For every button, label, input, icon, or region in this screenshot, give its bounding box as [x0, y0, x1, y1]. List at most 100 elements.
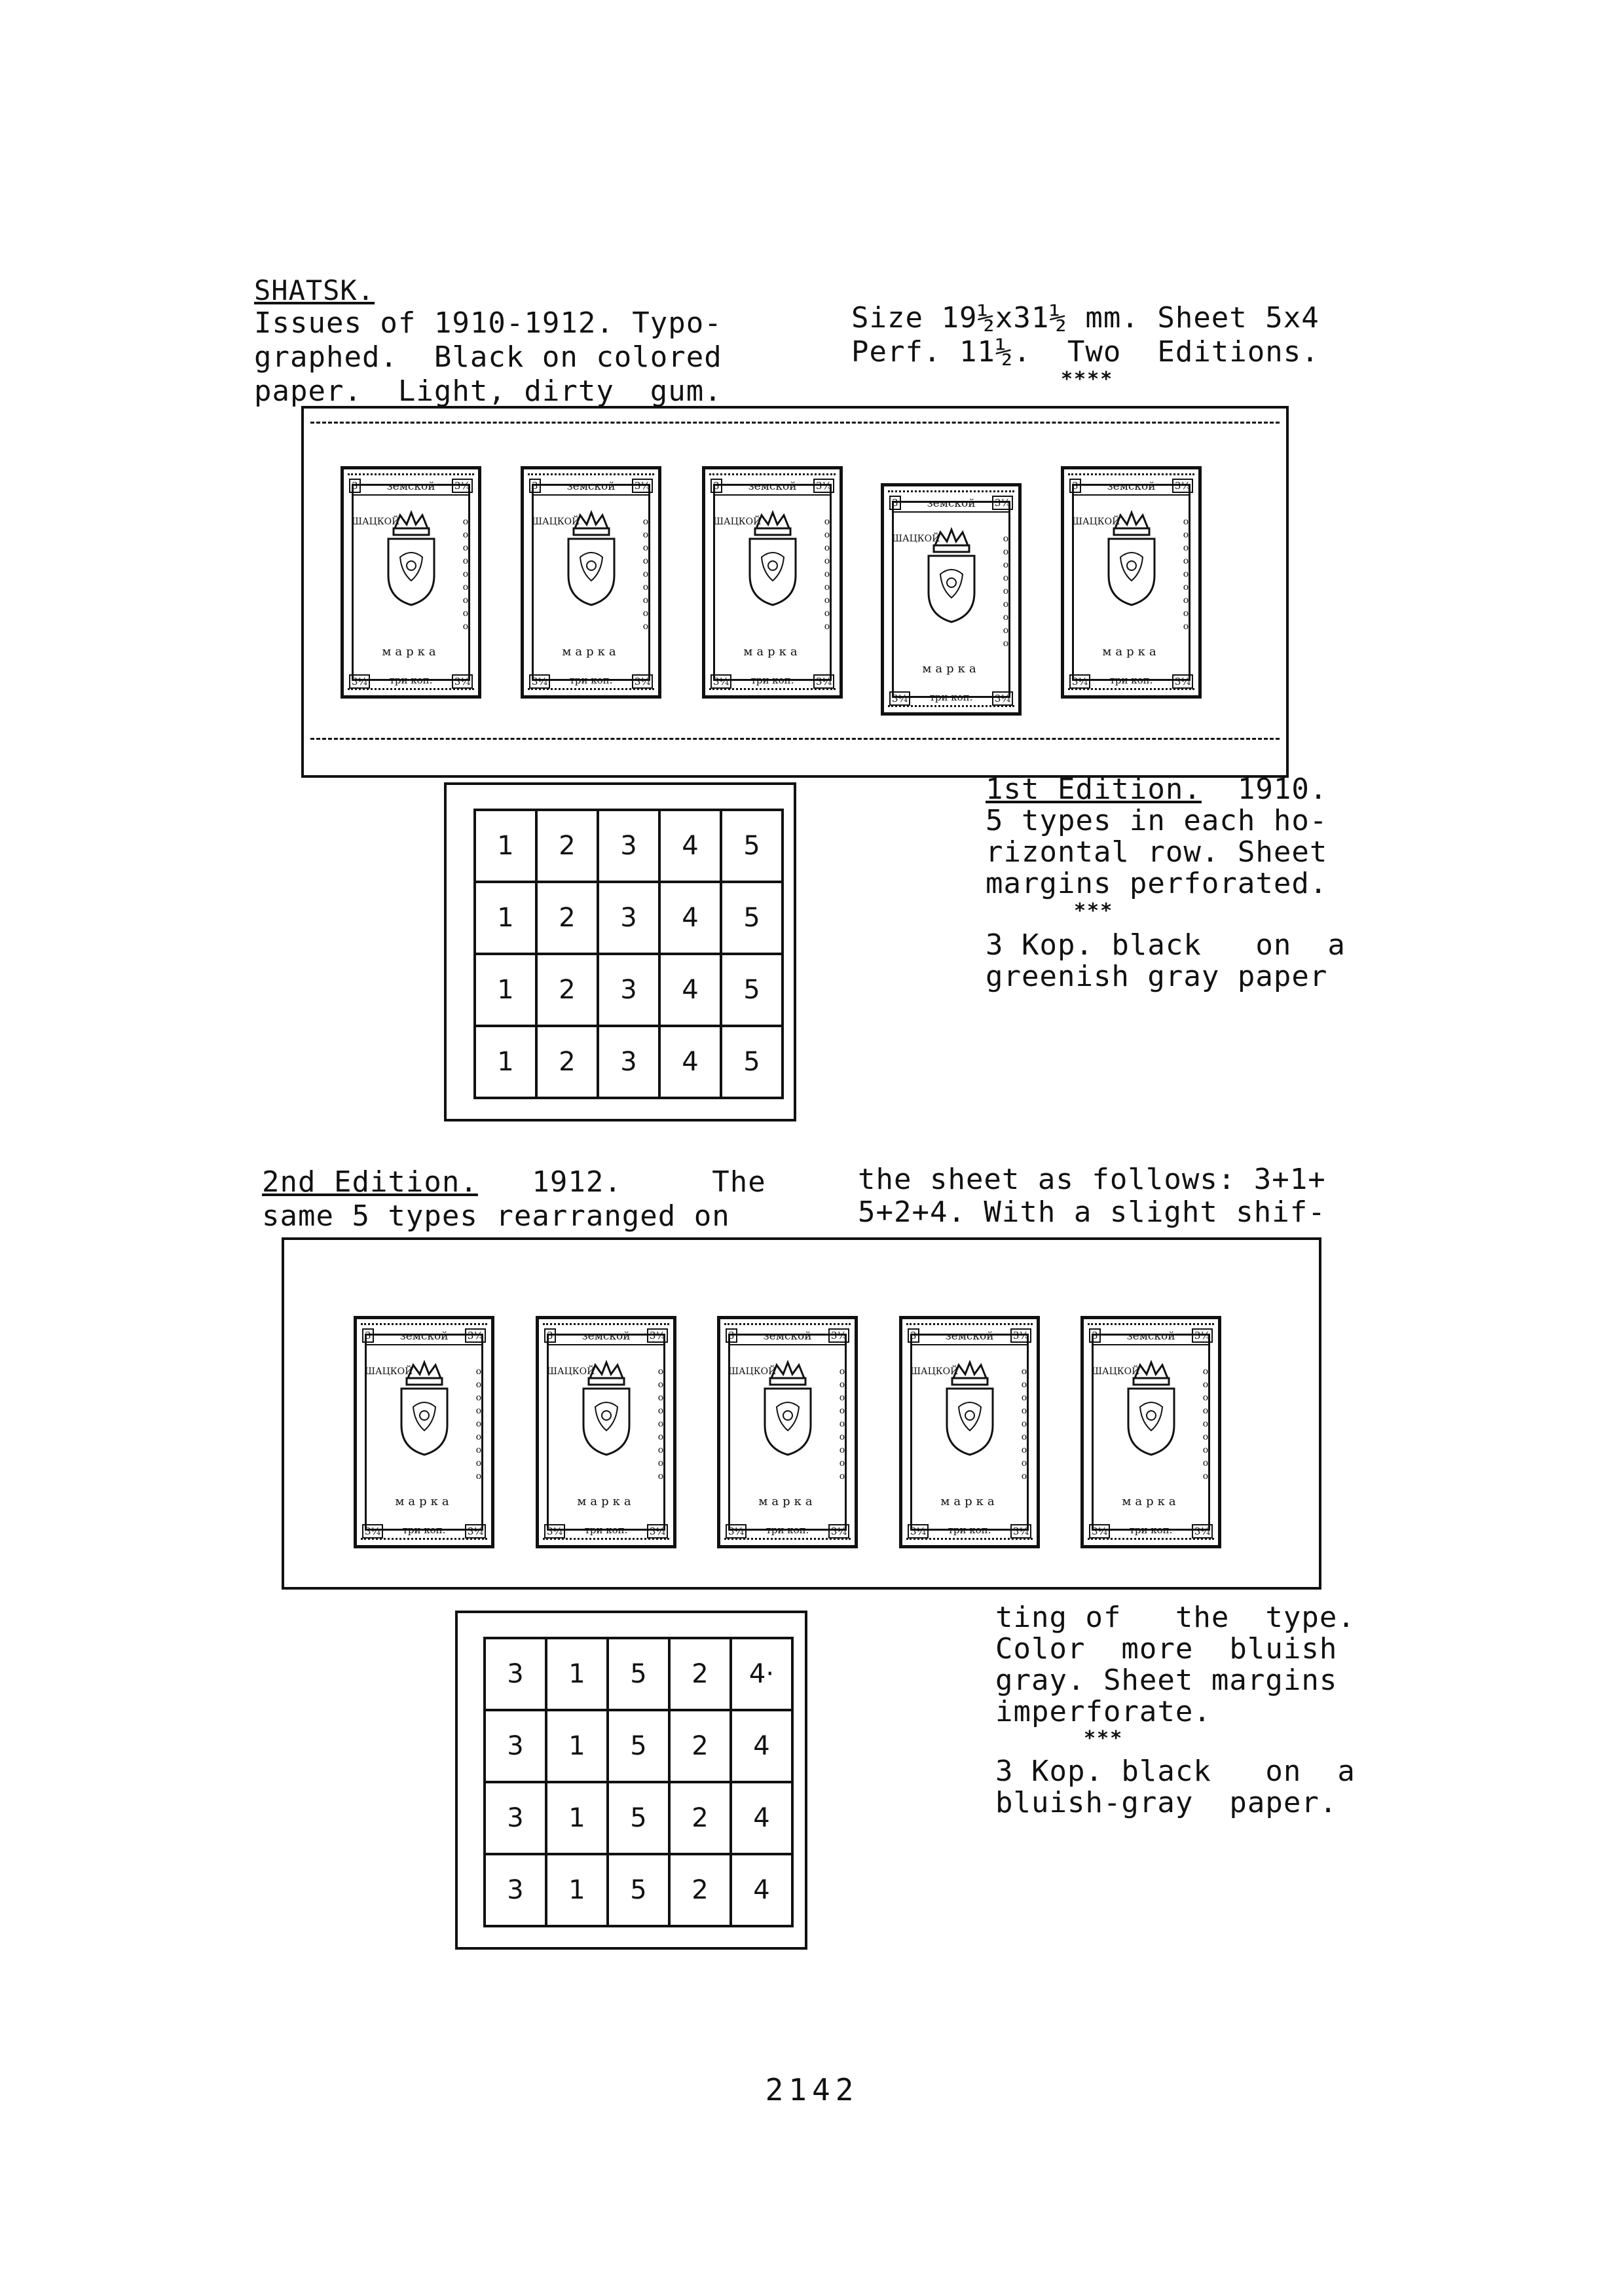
stamp-side-text: ШАЦКОЙ — [532, 517, 580, 527]
stamp-value-corner: 3¼ — [464, 1328, 486, 1343]
grid-cell: 3 — [597, 809, 661, 883]
grid-cell: 5 — [606, 1709, 671, 1783]
crown-crest-icon — [567, 510, 615, 606]
edition1-line-1: 5 types in each ho- — [986, 804, 1328, 837]
edition1-line-3: margins perforated. — [986, 867, 1328, 900]
grid-cell: 3 — [483, 1853, 547, 1927]
grid-cell: 5 — [720, 1025, 784, 1099]
grid-cell: 1 — [473, 809, 538, 883]
stamp-word-marka: марка — [922, 662, 980, 676]
grid-cell: 4 — [658, 953, 722, 1027]
grid-cell: 1 — [473, 1025, 538, 1099]
stamp-top-word: земской — [1073, 480, 1189, 496]
stamp-word-marka: марка — [743, 645, 802, 659]
grid-cell: 3 — [597, 1025, 661, 1099]
grid-cell: 1 — [545, 1853, 609, 1927]
stamp-side-text: ШАЦКОЙ — [910, 1366, 959, 1377]
stamp-denomination: три коп. — [569, 674, 613, 686]
strip-perforation — [310, 422, 1280, 740]
edition2-heading: 2nd Edition. 1912. The — [262, 1165, 766, 1199]
stamp-value-corner: 3¼ — [544, 1524, 566, 1539]
stamp-ornament-top — [1068, 473, 1194, 481]
stamp-value-corner: 3 — [710, 479, 722, 493]
stamp-value-corner: 3¼ — [631, 674, 653, 689]
crown-crest-icon — [764, 1360, 811, 1456]
edition2-intro-4: 5+2+4. With a slight shif- — [858, 1195, 1326, 1229]
crown-crest-icon — [400, 1360, 448, 1456]
stamp-ornament-bottom — [348, 688, 474, 695]
stamp-ornament-top — [888, 490, 1014, 498]
stamp-ornament-bottom — [1088, 1538, 1214, 1545]
stamp-value-corner: 3 — [1089, 1328, 1101, 1343]
edition1-line-2: rizontal row. Sheet — [986, 835, 1328, 869]
stamp-value-corner: 3¼ — [991, 496, 1013, 510]
stamp-value-corner: 3¼ — [1010, 1328, 1031, 1343]
stamp-value-corner: 3¼ — [631, 479, 653, 493]
stamp-ornament-top — [361, 1323, 487, 1330]
grid-cell: 4· — [729, 1637, 794, 1711]
stamp-top-word: земской — [353, 480, 469, 496]
edition2-line-2: Color more bluish — [995, 1632, 1338, 1666]
page-number: 2142 — [765, 2072, 859, 2107]
stamp-ornament-bottom — [543, 1538, 669, 1545]
stamp-denomination: три коп. — [1109, 674, 1153, 686]
stamp-value-corner: 3¼ — [726, 1524, 747, 1539]
stamp-value-corner: 3¼ — [1069, 674, 1091, 689]
stamp-inner-frame — [532, 484, 650, 681]
stamp-value-corner: 3¼ — [451, 674, 473, 689]
stamp-inner-frame — [547, 1334, 665, 1531]
grid-cell: 3 — [597, 953, 661, 1027]
grid-cell: 1 — [545, 1637, 609, 1711]
grid-cell: 1 — [545, 1781, 609, 1855]
edition2-stars: *** — [1084, 1727, 1124, 1750]
grid-cell: 5 — [720, 881, 784, 955]
stamp-inner-frame — [892, 501, 1010, 698]
grid-cell: 5 — [606, 1853, 671, 1927]
stamp-denomination: три коп. — [766, 1524, 809, 1536]
grid-cell: 3 — [483, 1781, 547, 1855]
stamp-value-corner: 3 — [908, 1328, 919, 1343]
stamp-top-word: земской — [548, 1330, 664, 1345]
crown-crest-icon — [387, 510, 435, 606]
edition1-stars: *** — [1074, 900, 1114, 922]
edition2-line-3: gray. Sheet margins — [995, 1664, 1338, 1697]
stamp-value-corner: 3¼ — [646, 1524, 668, 1539]
stamp-denomination: три коп. — [402, 1524, 446, 1536]
edition2-line-1: ting of the type. — [995, 1601, 1356, 1634]
stamp-top-word: земской — [893, 497, 1009, 513]
stamp-top-word: земской — [729, 1330, 845, 1345]
grid-cell: 1 — [473, 881, 538, 955]
stamp-denomination: три коп. — [929, 691, 973, 703]
stamp-value-corner: 3¼ — [349, 674, 371, 689]
stamp-word-marka: марка — [562, 645, 620, 659]
stamp-value-corner: 3¼ — [828, 1328, 849, 1343]
stamp-ornament-bottom — [724, 1538, 851, 1545]
stamp-side-text: ШАЦКОЙ — [1092, 1366, 1140, 1377]
grid-cell: 2 — [535, 953, 599, 1027]
grid-cell: 2 — [668, 1637, 732, 1711]
size-line-2: Perf. 11½. Two Editions. — [851, 335, 1320, 369]
edition1-title: 1st Edition. — [986, 773, 1202, 806]
stamp-word-marka: марка — [382, 645, 440, 659]
stamp-ornament-top — [709, 473, 836, 481]
edition1-color-2: greenish gray paper — [986, 960, 1328, 993]
stamp-ornament-bottom — [1068, 688, 1194, 695]
stamp-inner-frame — [352, 484, 470, 681]
stamp-inner-frame — [365, 1334, 483, 1531]
stamp-value-corner: 3 — [349, 479, 361, 493]
stamp-value-corner: 3¼ — [991, 691, 1013, 706]
stamp-inner-frame — [910, 1334, 1029, 1531]
stamp-ornament-top — [1088, 1323, 1214, 1330]
edition2-color-2: bluish-gray paper. — [995, 1786, 1338, 1819]
